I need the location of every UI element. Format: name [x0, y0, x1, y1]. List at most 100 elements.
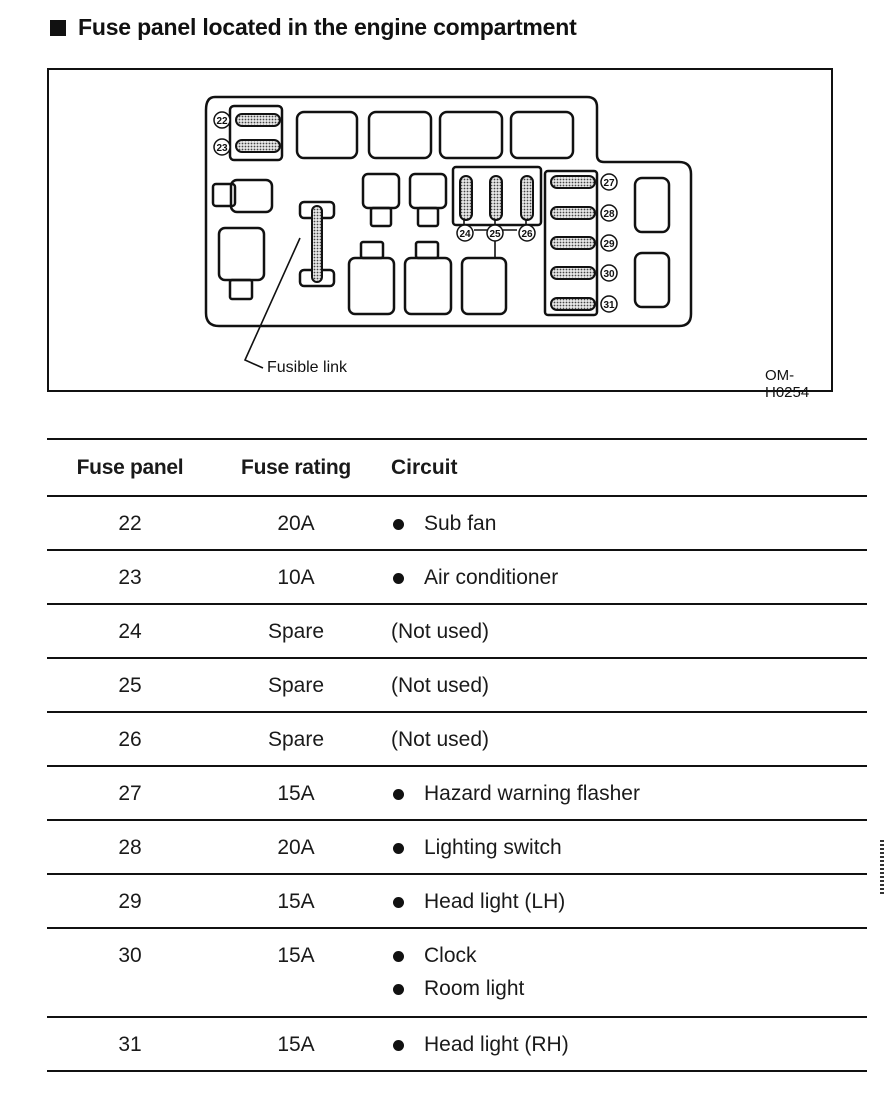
cell-panel: 29	[118, 890, 142, 913]
bullet-icon	[393, 788, 404, 800]
bottom-relay-2-tab	[414, 240, 440, 260]
left-connector-top	[229, 178, 274, 214]
fuse-panel-diagram: 22 23 24 25 26 27 28 29 30 31 Fusible li…	[47, 68, 833, 401]
circuit-text: Lighting switch	[424, 836, 562, 859]
circuit-text: Hazard warning flasher	[424, 782, 640, 805]
table-row: 23 10A Air conditioner	[47, 551, 867, 603]
fuse-26	[520, 175, 534, 221]
rule	[47, 819, 867, 821]
heading-text: Fuse panel located in the engine compart…	[78, 14, 577, 40]
cell-panel: 23	[118, 566, 142, 589]
rule	[47, 873, 867, 875]
circuit-text: Air conditioner	[424, 566, 559, 589]
circuit-text: Room light	[424, 977, 525, 1000]
bullet-icon	[393, 950, 404, 962]
cell-circuit: Head light (LH)	[379, 890, 867, 923]
bullet-icon	[393, 518, 404, 530]
table-row: 22 20A Sub fan	[47, 497, 867, 549]
table-row: 26 Spare (Not used)	[47, 713, 867, 765]
table-top-rule	[47, 438, 867, 440]
cell-panel: 22	[118, 512, 142, 535]
cell-rating: 10A	[277, 566, 315, 589]
cell-panel: 30	[118, 944, 142, 967]
bottom-relay-1-tab	[359, 240, 385, 260]
bullet-icon	[393, 896, 404, 908]
circuit-text: Sub fan	[424, 512, 497, 535]
circuit-text: Head light (RH)	[424, 1033, 569, 1056]
fuse-28	[550, 206, 596, 220]
bottom-relay-2	[403, 256, 453, 316]
cell-rating: 15A	[277, 944, 315, 967]
cell-circuit: (Not used)	[391, 674, 490, 697]
relay-top-2	[367, 110, 433, 160]
mid-relay-1	[361, 172, 401, 210]
rule	[47, 657, 867, 659]
fuse-22	[235, 113, 281, 127]
cell-circuit: (Not used)	[391, 728, 490, 751]
fuse-24	[459, 175, 473, 221]
label-28: 28	[603, 209, 615, 220]
table-row: 25 Spare (Not used)	[47, 659, 867, 711]
table-row: 27 15A Hazard warning flasher	[47, 767, 867, 819]
right-relay-1	[633, 176, 671, 234]
label-22: 22	[216, 116, 228, 127]
left-connector-tab	[211, 182, 237, 208]
bullet-icon	[393, 983, 404, 995]
header-fuse-panel: Fuse panel	[76, 455, 184, 479]
heading-square-icon	[50, 19, 66, 36]
header-fuse-rating: Fuse rating	[241, 455, 351, 479]
table-row: 30 15A Clock Room light	[47, 929, 867, 1016]
relay-top-4	[509, 110, 575, 160]
mid-relay-2-tab	[416, 206, 440, 228]
cell-panel: 28	[118, 836, 142, 859]
fuse-23	[235, 139, 281, 153]
table-header-row: Fuse panel Fuse rating Circuit	[47, 440, 867, 495]
cell-rating: 15A	[277, 890, 315, 913]
cell-rating: Spare	[267, 620, 325, 643]
fuse-box-22-23	[228, 104, 284, 162]
fuse-25	[489, 175, 503, 221]
page-heading: Fuse panel located in the engine compart…	[50, 14, 577, 41]
rule	[47, 1016, 867, 1018]
rule	[47, 927, 867, 929]
label-27: 27	[603, 178, 615, 189]
cell-circuit: Hazard warning flasher	[379, 782, 867, 815]
fusible-link	[311, 205, 323, 283]
rule	[47, 711, 867, 713]
fuse-27	[550, 175, 596, 189]
bottom-relay-1	[347, 256, 396, 316]
label-31: 31	[603, 300, 615, 311]
fuse-30	[550, 266, 596, 280]
cell-circuit: (Not used)	[391, 620, 490, 643]
rule	[47, 549, 867, 551]
cell-circuit: Sub fan	[379, 512, 867, 545]
figure-code: OM-H0254	[765, 367, 810, 401]
table-bottom-rule	[47, 1070, 867, 1072]
label-25: 25	[489, 229, 501, 240]
mid-relay-2	[408, 172, 448, 210]
cell-rating: 20A	[277, 836, 315, 859]
cell-rating: 15A	[277, 782, 315, 805]
left-relay	[217, 226, 266, 282]
fuse-panel-drawing: 22 23 24 25 26 27 28 29 30 31	[204, 95, 693, 369]
fusible-link-leader	[243, 237, 301, 369]
cell-circuit: Lighting switch	[379, 836, 867, 869]
table-row: 28 20A Lighting switch	[47, 821, 867, 873]
cell-panel: 25	[118, 674, 142, 697]
table-row: 31 15A Head light (RH)	[47, 1018, 867, 1070]
cell-panel: 31	[118, 1033, 142, 1056]
edge-scan-mark	[880, 840, 884, 896]
header-circuit: Circuit	[391, 455, 458, 479]
label-23: 23	[216, 143, 228, 154]
right-relay-2	[633, 251, 671, 309]
cell-rating: Spare	[267, 674, 325, 697]
fuse-29	[550, 236, 596, 250]
cell-circuit: Head light (RH)	[379, 1033, 867, 1066]
rule	[47, 603, 867, 605]
label-30: 30	[603, 269, 615, 280]
rule	[47, 495, 867, 497]
panel-outline	[204, 95, 693, 328]
cell-circuit: Air conditioner	[379, 566, 867, 599]
bullet-icon	[393, 572, 404, 584]
rule	[47, 765, 867, 767]
